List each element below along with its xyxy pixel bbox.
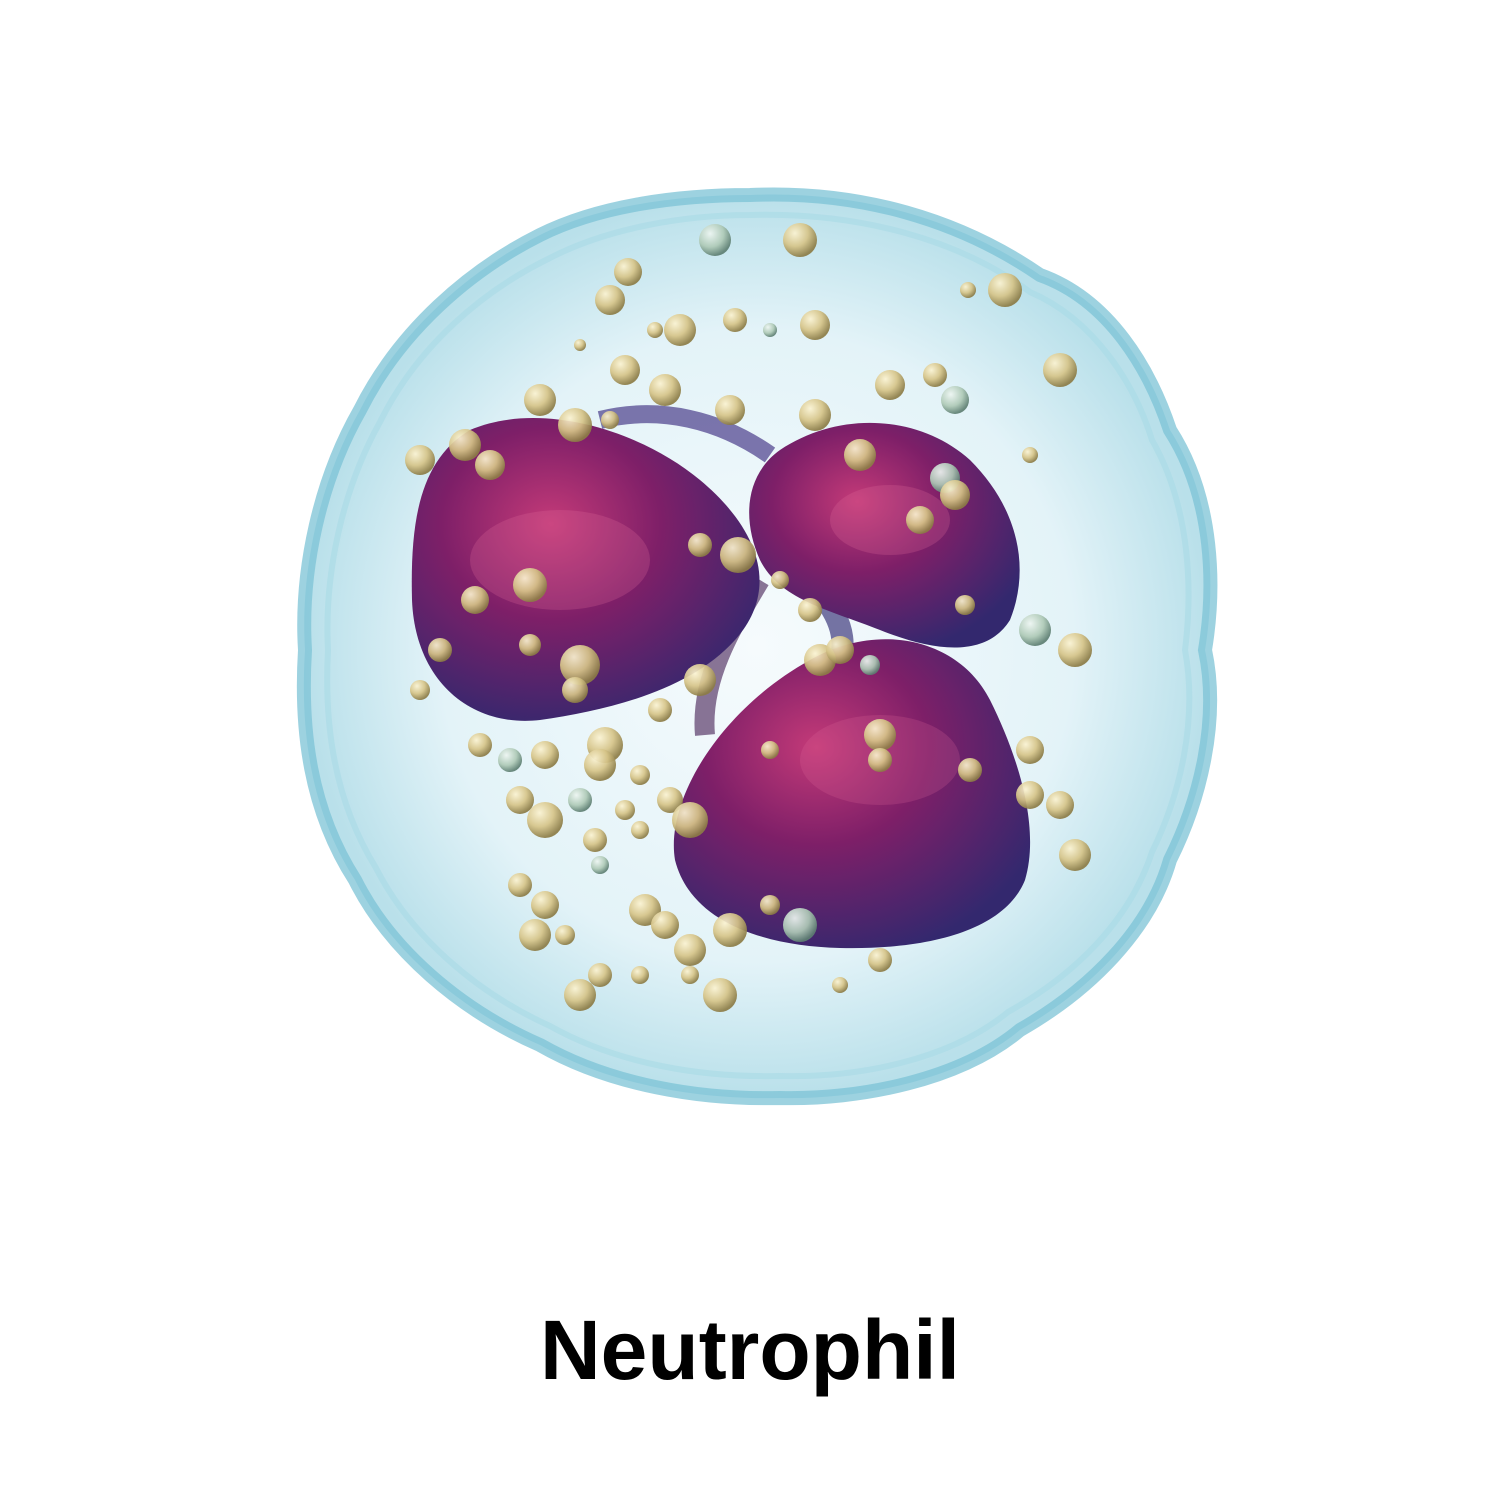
granule [649, 374, 681, 406]
granule [531, 891, 559, 919]
granule [761, 741, 779, 759]
granule [562, 677, 588, 703]
granule [588, 963, 612, 987]
granule [583, 828, 607, 852]
granule [1019, 614, 1051, 646]
granule [684, 664, 716, 696]
granule [674, 934, 706, 966]
granule [615, 800, 635, 820]
granules [405, 223, 1092, 1012]
granule [405, 445, 435, 475]
granule [688, 533, 712, 557]
granule [940, 480, 970, 510]
granule [506, 786, 534, 814]
granule [513, 568, 547, 602]
granule [630, 765, 650, 785]
granule [555, 925, 575, 945]
granule [771, 571, 789, 589]
granule [960, 282, 976, 298]
granule [568, 788, 592, 812]
granule [560, 645, 600, 685]
granule [631, 821, 649, 839]
granule [595, 285, 625, 315]
caption-label: Neutrophil [540, 1303, 960, 1397]
granule [763, 323, 777, 337]
granule [672, 802, 708, 838]
granule [798, 598, 822, 622]
granule [832, 977, 848, 993]
granule [519, 634, 541, 656]
granule [410, 680, 430, 700]
granule [610, 355, 640, 385]
granule [906, 506, 934, 534]
granule [647, 322, 663, 338]
granule [760, 895, 780, 915]
granule [681, 966, 699, 984]
granule [1043, 353, 1077, 387]
granule [868, 748, 892, 772]
granule [601, 411, 619, 429]
nucleus-lobe-left [411, 418, 760, 721]
granule [868, 948, 892, 972]
granule [720, 537, 756, 573]
granule [723, 308, 747, 332]
granule [631, 966, 649, 984]
granule [1046, 791, 1074, 819]
granule [955, 595, 975, 615]
granule [651, 911, 679, 939]
granule [958, 758, 982, 782]
granule [799, 399, 831, 431]
granule [844, 439, 876, 471]
granule [1016, 736, 1044, 764]
granule [1016, 781, 1044, 809]
granule [524, 384, 556, 416]
granule [1059, 839, 1091, 871]
granule [475, 450, 505, 480]
granule [664, 314, 696, 346]
granule [591, 856, 609, 874]
granule [826, 636, 854, 664]
granule [574, 339, 586, 351]
granule [783, 223, 817, 257]
granule [923, 363, 947, 387]
granule [531, 741, 559, 769]
granule [941, 386, 969, 414]
granule [713, 913, 747, 947]
granule [468, 733, 492, 757]
granule [699, 224, 731, 256]
granule [715, 395, 745, 425]
granule [648, 698, 672, 722]
granule [864, 719, 896, 751]
granule [519, 919, 551, 951]
granule [860, 655, 880, 675]
granule [875, 370, 905, 400]
granule [783, 908, 817, 942]
granule [461, 586, 489, 614]
granule [584, 749, 616, 781]
granule [508, 873, 532, 897]
granule [614, 258, 642, 286]
granule [449, 429, 481, 461]
granule [558, 408, 592, 442]
granule [1022, 447, 1038, 463]
granule [1058, 633, 1092, 667]
granule [703, 978, 737, 1012]
granule [657, 787, 683, 813]
nucleus-lobe-bottom [673, 639, 1031, 949]
granule [527, 802, 563, 838]
granule [988, 273, 1022, 307]
granule [498, 748, 522, 772]
granule [564, 979, 596, 1011]
granule [428, 638, 452, 662]
granule [800, 310, 830, 340]
